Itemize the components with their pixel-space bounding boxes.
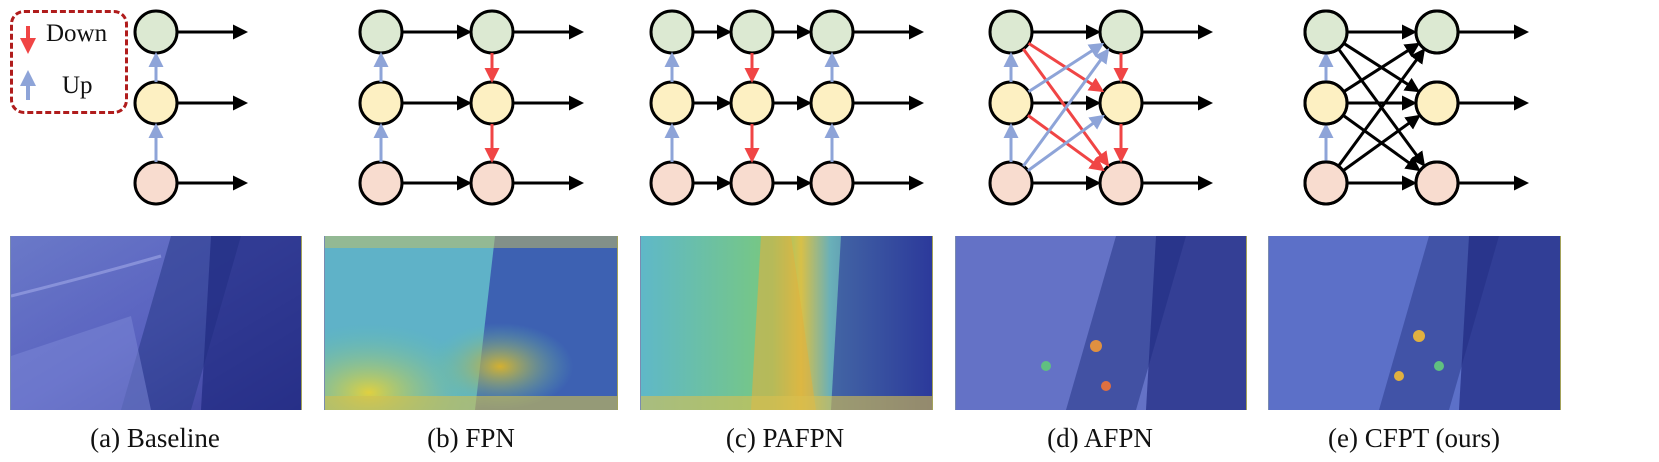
cfpt-top-node-c0-r1: [1303, 80, 1349, 126]
baseline-node-c0-r1: [133, 80, 179, 126]
heatmap-afpn-graphic: [956, 236, 1246, 410]
fpn-node-c1-r1: [469, 80, 515, 126]
heatmap-cfpt: [1268, 236, 1561, 410]
cfpt-cross-arrow-1-0: [1342, 42, 1421, 93]
legend-up-label: Up: [62, 72, 93, 99]
pafpn-node-c1-r1: [729, 80, 775, 126]
pafpn-node-c0-r2: [649, 160, 695, 206]
afpn-cross-up-arrow-1: [1022, 48, 1110, 167]
cfpt-top-node-c1-r1: [1414, 80, 1460, 126]
fpn-node-c0-r2: [358, 160, 404, 206]
afpn-node-c1-r1: [1098, 80, 1144, 126]
legend-down-label: Down: [46, 20, 108, 47]
baseline-node-c0-r2: [133, 160, 179, 206]
heatmap-fpn: [324, 236, 618, 410]
heatmap-baseline-graphic: [11, 236, 301, 410]
afpn-node-c1-r2: [1098, 160, 1144, 206]
pafpn-node-c1-r0: [729, 9, 775, 55]
afpn-cross-up-arrow-0: [1027, 114, 1105, 172]
pafpn-node-c2-r1: [809, 80, 855, 126]
fpn-node-c0-r0: [358, 9, 404, 55]
baseline-node-c0-r0: [133, 9, 179, 55]
caption-fpn: (b) FPN: [427, 423, 515, 453]
fpn-node-c1-r2: [469, 160, 515, 206]
heatmap-pafpn: [640, 236, 933, 410]
caption-cfpt: (e) CFPT (ours): [1328, 423, 1500, 453]
afpn-cross-up-arrow-2: [1027, 42, 1105, 93]
cfpt-top-node-c1-r0: [1414, 9, 1460, 55]
cfpt-top-node-c1-r2: [1414, 160, 1460, 206]
fpn-node-c1-r0: [469, 9, 515, 55]
cfpt-cross-arrow-2-0: [1337, 48, 1426, 167]
cfpt-top-node-c0-r2: [1303, 160, 1349, 206]
afpn-node-c1-r0: [1098, 9, 1144, 55]
afpn-node-c0-r2: [988, 160, 1034, 206]
heatmap-afpn: [955, 236, 1247, 410]
cfpt-top-node-c0-r0: [1303, 9, 1349, 55]
heatmap-cfpt-graphic: [1269, 236, 1560, 410]
pafpn-node-c0-r0: [649, 9, 695, 55]
legend: [10, 10, 128, 114]
caption-baseline: (a) Baseline: [90, 423, 220, 453]
pafpn-node-c1-r2: [729, 160, 775, 206]
legend-arrows: [20, 26, 36, 100]
pafpn-node-c0-r1: [649, 80, 695, 126]
heatmap-pafpn-graphic: [641, 236, 932, 410]
heatmap-fpn-graphic: [325, 236, 617, 410]
pafpn-node-c2-r2: [809, 160, 855, 206]
afpn-node-c0-r1: [988, 80, 1034, 126]
afpn-node-c0-r0: [988, 9, 1034, 55]
caption-pafpn: (c) PAFPN: [725, 423, 845, 453]
caption-afpn: (d) AFPN: [1047, 423, 1153, 453]
fpn-node-c0-r1: [358, 80, 404, 126]
pafpn-node-c2-r0: [809, 9, 855, 55]
heatmap-baseline: [10, 236, 302, 410]
cfpt-cross-arrow-2-1: [1342, 114, 1421, 172]
